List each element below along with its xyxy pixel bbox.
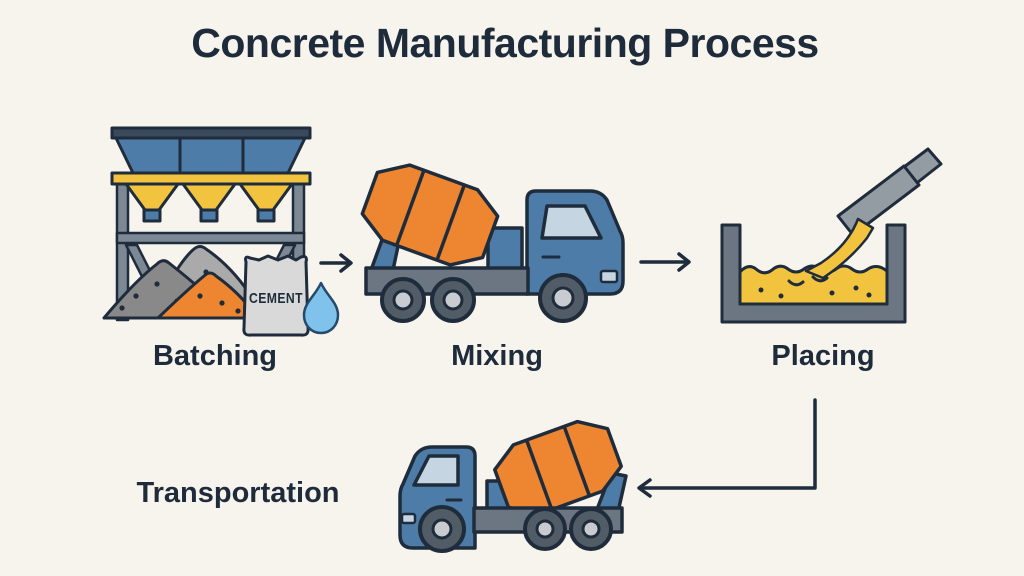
cement-bag-label: CEMENT [249,290,303,307]
concrete-texture-marks [758,275,872,299]
concrete-stream [804,217,875,280]
truck-wheels [418,505,613,553]
stage-label-mixing: Mixing [451,340,543,372]
arrow-batching-to-mixing-icon [319,253,353,273]
stage-label-batching: Batching [152,340,278,372]
aggregate-piles [102,245,266,320]
truck-bed [486,226,524,272]
mixer-truck-icon [360,163,625,323]
batching-plant-icon: CEMENT [102,126,340,337]
plant-hopper [110,126,312,223]
arrow-placing-to-transportation-icon [637,398,817,498]
stage-label-placing: Placing [771,340,875,372]
pouring-form-icon [720,147,943,324]
mixer-drum [360,163,500,267]
arrow-mixing-to-placing-icon [639,252,691,272]
diagram-title: Concrete Manufacturing Process [191,20,819,66]
cab-window [540,204,603,240]
transport-mixer-truck-icon [398,419,628,553]
concrete-form [720,223,907,324]
headlight [400,512,417,525]
cement-bag: CEMENT [242,254,310,337]
truck-wheels [380,273,588,323]
stage-label-transportation: Transportation [136,477,340,509]
cab-window [412,454,460,487]
water-drop-icon [302,281,340,335]
headlight [599,269,619,284]
pour-chute [836,164,921,237]
truck-cab [525,189,625,296]
